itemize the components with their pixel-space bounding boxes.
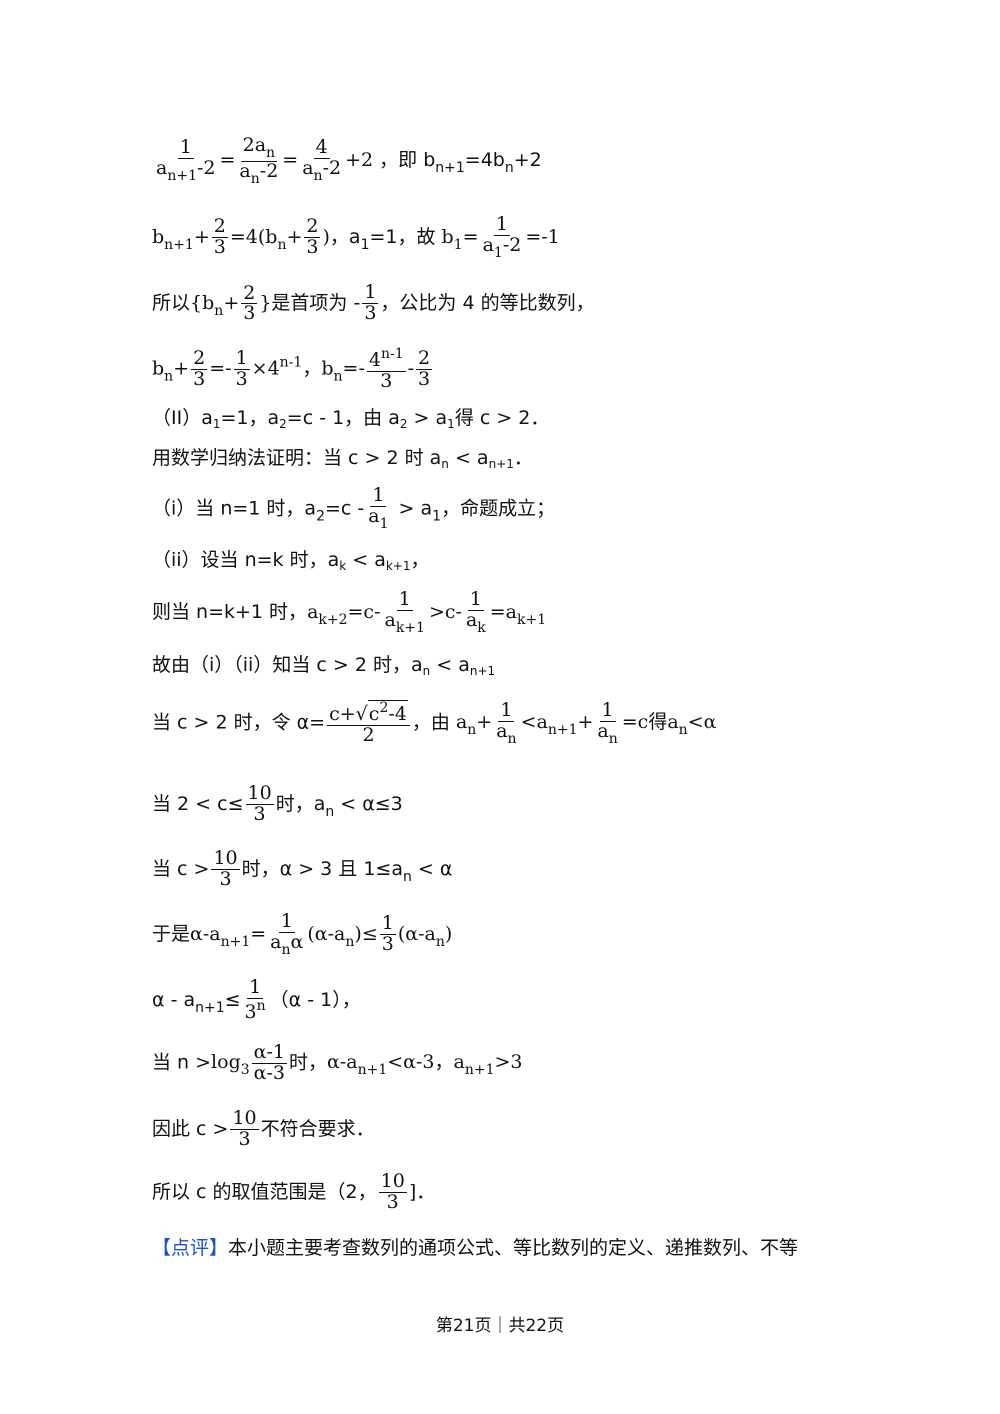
text-line-6: 用数学归纳法证明：当 c > 2 时 an < an+1． [152,447,533,471]
review-line: 【点评】本小题主要考查数列的通项公式、等比数列的定义、递推数列、不等 [152,1239,798,1258]
page-footer: 第21页｜共22页 [435,1316,565,1336]
text-line-5: （II）a1=1，a2=c - 1，由 a2 > a1得 c > 2． [152,407,550,431]
review-text: 本小题主要考查数列的通项公式、等比数列的定义、递推数列、不等 [228,1237,799,1259]
text-line-10: 故由（i）（ii）知当 c > 2 时，an < an+1 [152,654,496,678]
review-tag: 【点评】 [152,1237,229,1259]
text-line-8: （ii）设当 n=k 时，ak < ak+1， [152,549,430,573]
